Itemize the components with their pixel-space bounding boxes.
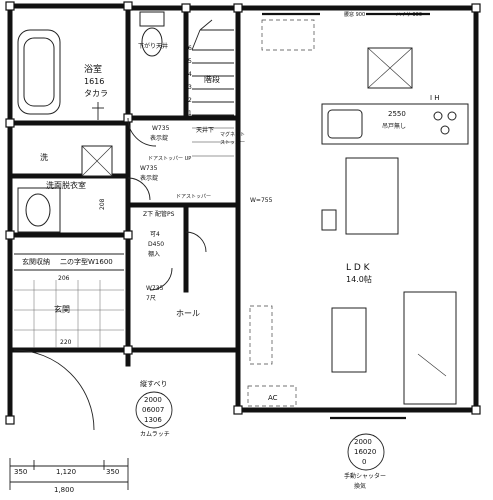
window-bottom-1: 2000 bbox=[144, 396, 162, 404]
window-bottom-badge bbox=[135, 391, 173, 429]
entrance-storage-label: 玄関収納 bbox=[22, 257, 50, 266]
w735-b-label: 表示錠 bbox=[140, 174, 158, 182]
door-swings bbox=[13, 117, 207, 431]
bath-label: 浴室 bbox=[84, 63, 102, 75]
skylight bbox=[261, 19, 413, 89]
ldk-area: 14.0帖 bbox=[346, 274, 372, 284]
window-bottom-3: 1306 bbox=[144, 416, 162, 424]
ih-label: I H bbox=[430, 94, 440, 102]
stair-step-6: 6 bbox=[188, 45, 192, 52]
kitchen-size: 2550 bbox=[388, 110, 406, 118]
sash-note-2: 換気 bbox=[354, 482, 366, 490]
ceiling-under-note: 天井下 bbox=[196, 126, 214, 134]
dining-table bbox=[321, 157, 399, 235]
bathtub bbox=[17, 29, 61, 115]
entrance-tiles bbox=[14, 280, 124, 348]
stair-step-5: 5 bbox=[188, 58, 192, 65]
w735-dim: W735 bbox=[152, 125, 170, 132]
w735-b-dim: W735 bbox=[140, 165, 158, 172]
sink-label: 洗 bbox=[40, 152, 48, 162]
entrance-storage-note: 二の字型W1600 bbox=[60, 257, 113, 266]
staircase bbox=[191, 19, 234, 157]
window-bottom-title: 縦すべり bbox=[140, 379, 168, 388]
door-stop-up: ドアストッパー UP bbox=[148, 156, 191, 162]
stair-step-2: 2 bbox=[188, 97, 192, 104]
dim-bottom-3: 350 bbox=[106, 468, 119, 476]
entrance-label: 玄関 bbox=[54, 304, 70, 314]
w735-label: 表示錠 bbox=[150, 134, 168, 142]
window-bottom-2: 06007 bbox=[142, 406, 164, 414]
bottom-dimension-lines bbox=[9, 458, 129, 490]
sash-2: 16020 bbox=[354, 448, 376, 456]
kitchen-counter bbox=[321, 103, 469, 145]
window-bottom-note: カムラッチ bbox=[140, 431, 170, 438]
toilet-ps-label: Z下 配管PS bbox=[143, 210, 175, 218]
w755-dim: W=755 bbox=[250, 197, 273, 204]
wash-room-label: 洗面脱衣室 bbox=[46, 180, 86, 190]
stair-step-4: 4 bbox=[188, 71, 192, 78]
d450-b-label: 棚入 bbox=[148, 250, 160, 258]
dim-206: 206 bbox=[58, 275, 70, 282]
sash-1: 2000 bbox=[354, 438, 372, 446]
dim-bottom-total: 1,800 bbox=[54, 486, 74, 494]
dim-bottom-1: 350 bbox=[14, 468, 27, 476]
bath-maker: タカラ bbox=[84, 89, 108, 98]
sash-badge bbox=[330, 416, 406, 471]
bath-size: 1616 bbox=[84, 77, 104, 86]
hall-label: ホール bbox=[176, 309, 200, 318]
dim-220: 220 bbox=[60, 339, 72, 346]
window-top-2: ハイサ 900 bbox=[396, 12, 422, 18]
mag-stop-2: ストッパー bbox=[220, 140, 245, 146]
ac-label: AC bbox=[268, 394, 278, 402]
w735-c-dim: W735 bbox=[146, 285, 164, 292]
toilet-fixture bbox=[139, 11, 165, 57]
dim-bottom-2: 1,120 bbox=[56, 468, 76, 476]
sash-note: 手動シャッター bbox=[344, 472, 386, 480]
ldk-label: L D K bbox=[346, 263, 371, 273]
kitchen-note: 吊戸無し bbox=[382, 122, 406, 130]
stair-step-1: 1 bbox=[188, 110, 192, 117]
structural-columns bbox=[5, 1, 481, 425]
sash-3: 0 bbox=[362, 458, 366, 466]
exterior-walls bbox=[7, 3, 479, 423]
w735-c-label: 7尺 bbox=[146, 295, 156, 302]
sofa bbox=[331, 291, 457, 405]
kakou-label: 可4 bbox=[150, 231, 160, 238]
window-top-1: 腰窓 900 bbox=[344, 11, 365, 18]
mag-stop: マグネット bbox=[220, 131, 245, 138]
d450-label: D450 bbox=[148, 241, 164, 248]
lowered-ceiling-note: 下がり天井 bbox=[138, 42, 168, 50]
stair-step-3: 3 bbox=[188, 84, 192, 91]
door-stop: ドアストッパー bbox=[176, 194, 211, 200]
wash-sink bbox=[17, 187, 61, 233]
stairs-label: 階段 bbox=[204, 74, 220, 84]
dim-208: 208 bbox=[99, 198, 106, 210]
